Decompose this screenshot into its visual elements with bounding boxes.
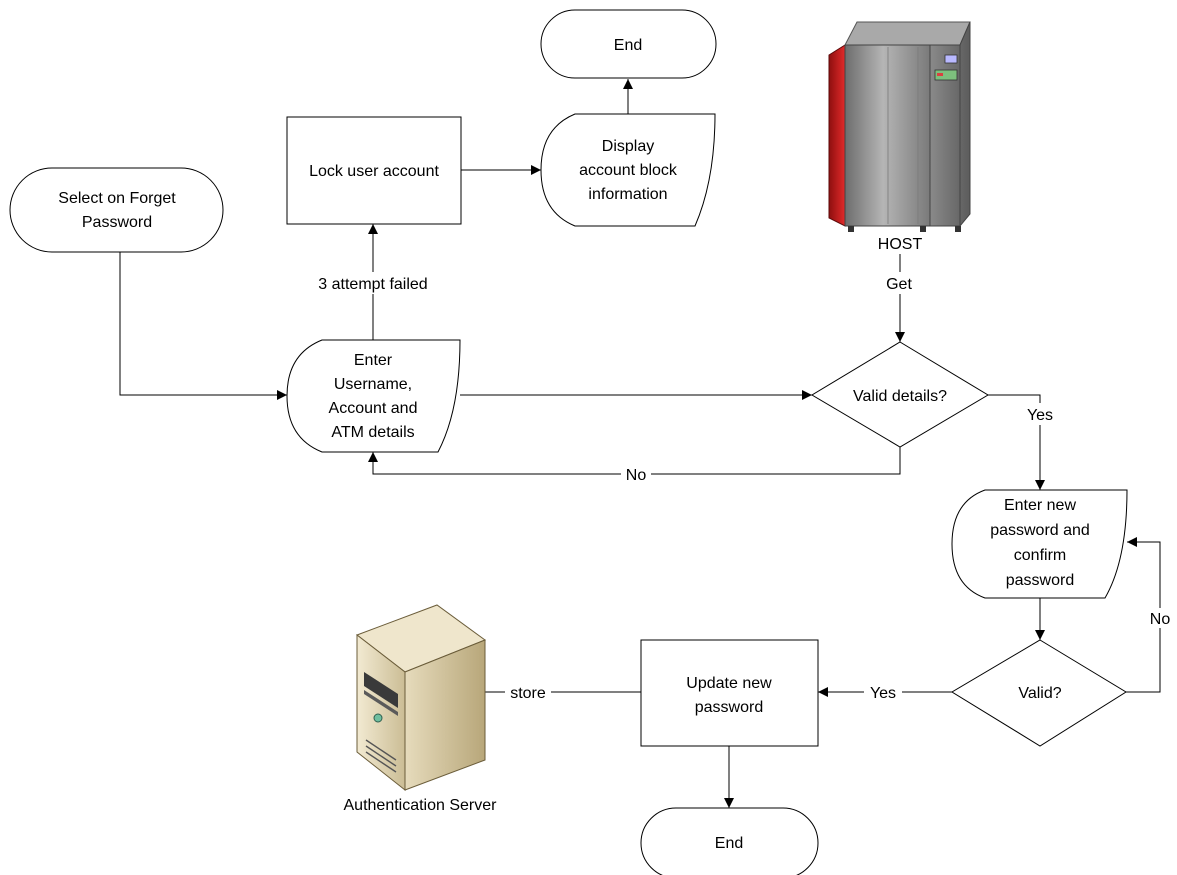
- svg-text:Yes: Yes: [1027, 407, 1053, 424]
- valid-label: Valid?: [1018, 685, 1061, 702]
- select-forget-line-2: Password: [82, 214, 152, 231]
- svg-text:No: No: [1150, 611, 1171, 628]
- edge-label-yes-2: Yes: [864, 682, 902, 702]
- edge-label-attempt-failed: 3 attempt failed: [300, 272, 446, 294]
- select-forget-line-1: Select on Forget: [58, 190, 176, 207]
- end-bottom-node: End: [640, 807, 819, 875]
- svg-text:No: No: [626, 467, 647, 484]
- svg-text:3 attempt failed: 3 attempt failed: [318, 276, 427, 293]
- edge-label-no-1: No: [621, 464, 651, 484]
- edge-label-no-2: No: [1146, 608, 1176, 628]
- update-password-line-1: Update new: [686, 675, 772, 692]
- edge-valid-details-yes: [988, 394, 1045, 490]
- enter-new-password-node: Enter new password and confirm password: [951, 489, 1128, 599]
- select-forget-node: Select on Forget Password: [9, 167, 224, 253]
- authentication-server-label: Authentication Server: [344, 797, 498, 814]
- enter-new-password-line-1: Enter new: [1004, 497, 1076, 514]
- enter-new-password-line-3: confirm: [1014, 547, 1066, 564]
- display-block-node: Display account block information: [540, 113, 716, 227]
- edge-label-yes-1: Yes: [1022, 403, 1058, 425]
- host-label: HOST: [878, 236, 923, 253]
- lock-account-label: Lock user account: [309, 163, 439, 180]
- enter-details-line-2: Username,: [334, 376, 412, 393]
- update-password-line-2: password: [695, 699, 763, 716]
- update-password-node: Update new password: [640, 639, 819, 747]
- display-block-line-2: account block: [579, 162, 678, 179]
- enter-new-password-line-4: password: [1006, 572, 1074, 589]
- end-top-node: End: [540, 9, 717, 79]
- edge-label-store: store: [505, 682, 551, 702]
- valid-details-label: Valid details?: [853, 388, 947, 405]
- svg-text:store: store: [510, 685, 546, 702]
- edge-select-to-enter: [119, 252, 287, 400]
- svg-text:Yes: Yes: [870, 685, 896, 702]
- authentication-server-icon: [355, 604, 487, 792]
- end-bottom-label: End: [715, 835, 743, 852]
- enter-details-line-3: Account and: [329, 400, 418, 417]
- valid-node: Valid?: [951, 639, 1127, 747]
- host-mainframe-icon: [828, 21, 971, 232]
- edge-label-get: Get: [881, 272, 917, 294]
- enter-new-password-line-2: password and: [990, 522, 1090, 539]
- enter-details-line-1: Enter: [354, 352, 393, 369]
- enter-details-line-4: ATM details: [331, 424, 414, 441]
- lock-account-node: Lock user account: [286, 116, 462, 225]
- end-top-label: End: [614, 37, 642, 54]
- valid-details-node: Valid details?: [811, 341, 989, 448]
- display-block-line-1: Display: [602, 138, 654, 155]
- svg-text:Get: Get: [886, 276, 912, 293]
- enter-details-node: Enter Username, Account and ATM details: [286, 339, 461, 453]
- display-block-line-3: information: [588, 186, 667, 203]
